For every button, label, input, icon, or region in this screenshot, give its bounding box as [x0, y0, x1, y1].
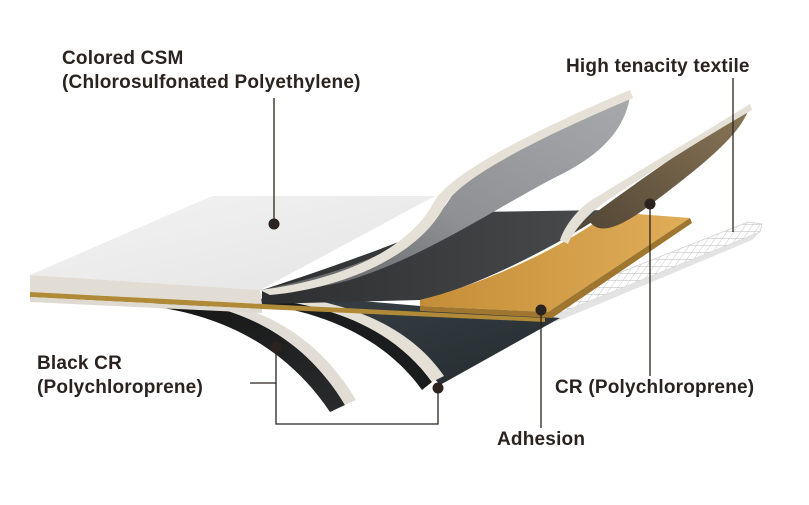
black-cr-layer: [262, 210, 610, 304]
label-colored-csm-line1: Colored CSM: [62, 48, 184, 69]
cr-orange-layer: [420, 212, 690, 312]
dot-adhesion: [535, 304, 547, 316]
dot-black-cr-curl: [432, 382, 444, 394]
dot-black-cr: [270, 341, 282, 353]
dot-cr: [644, 198, 656, 210]
black-cr-under-curl: [150, 300, 345, 412]
csm-curl-edge: [260, 90, 633, 295]
textile-mesh-front: [548, 232, 760, 322]
label-black-cr-line1: Black CR: [37, 353, 123, 374]
label-high-tenacity-textile: High tenacity textile: [566, 56, 750, 77]
label-colored-csm: Colored CSM (Chlorosulfonated Polyethyle…: [62, 47, 361, 95]
adhesion-strip: [30, 292, 545, 322]
leader-lines: [250, 78, 734, 428]
label-colored-csm-line2: (Chlorosulfonated Polyethylene): [62, 72, 361, 93]
label-black-cr-line2: (Polychloroprene): [37, 377, 203, 398]
cr-dark-curl-inner: [240, 298, 432, 390]
leader-black-cr: [250, 347, 277, 384]
pointer-dots: [268, 198, 656, 394]
cr-orange-edge: [420, 218, 692, 318]
csm-curl-underside: [260, 96, 630, 291]
label-black-cr: Black CR (Polychloroprene): [37, 352, 203, 400]
csm-slab-bottom: [30, 297, 262, 313]
dot-csm: [268, 218, 280, 230]
black-cr-under-curl-edge: [160, 296, 356, 405]
label-cr: CR (Polychloroprene): [555, 377, 755, 398]
csm-slab-side: [30, 275, 262, 304]
csm-slab-top: [30, 196, 435, 290]
label-adhesion: Adhesion: [497, 429, 586, 450]
leader-black-cr-bracket: [275, 383, 439, 425]
